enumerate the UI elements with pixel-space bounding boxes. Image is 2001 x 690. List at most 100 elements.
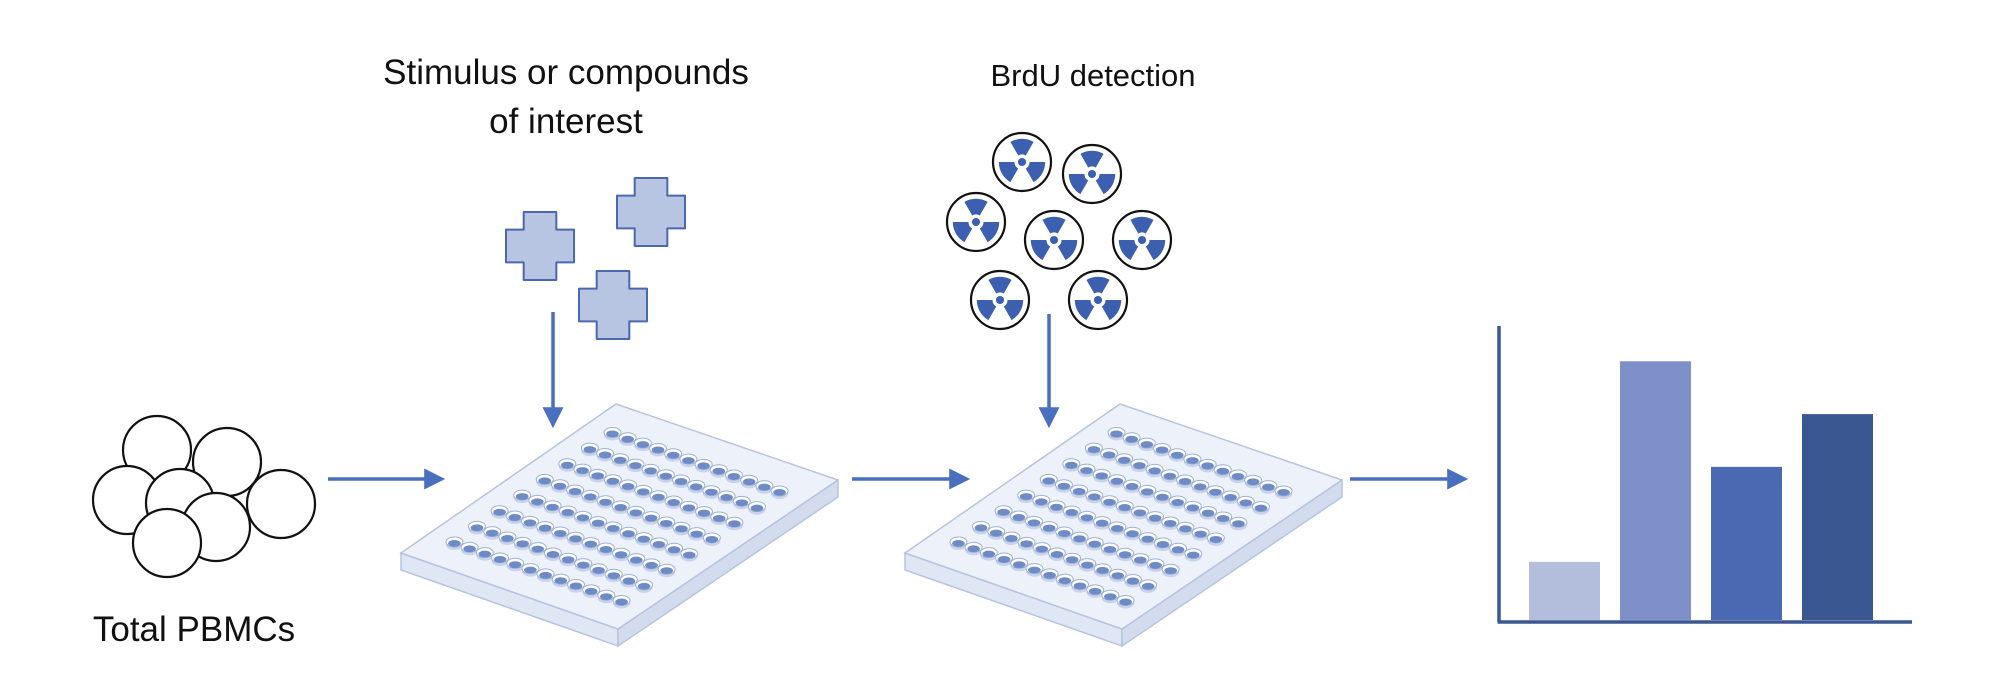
plate-well bbox=[1160, 469, 1179, 483]
plate-well bbox=[1024, 515, 1043, 530]
radiation-trefoil-icon bbox=[1061, 143, 1123, 205]
plate-well bbox=[725, 516, 744, 531]
plate-well bbox=[642, 558, 661, 572]
plate-well bbox=[1213, 464, 1232, 478]
plate-well bbox=[687, 527, 706, 541]
plate-well bbox=[1054, 479, 1073, 493]
plate-well bbox=[1176, 521, 1195, 536]
plate-well bbox=[724, 469, 743, 484]
plate-well bbox=[1085, 537, 1104, 551]
plate-well bbox=[626, 458, 645, 473]
well-plate-1 bbox=[399, 403, 840, 648]
plate-well bbox=[1146, 558, 1165, 572]
plate-well bbox=[664, 448, 683, 462]
chart-bar-4 bbox=[1802, 414, 1873, 620]
plate-well bbox=[558, 505, 577, 520]
result-bar-chart bbox=[1497, 326, 1912, 624]
plate-well bbox=[1259, 480, 1278, 494]
cell-circle-icon bbox=[131, 507, 203, 579]
radiation-trefoil-icon bbox=[969, 269, 1031, 331]
brdu-detection-label: BrdU detection bbox=[990, 58, 1195, 93]
plate-well bbox=[603, 426, 622, 441]
plate-well bbox=[1183, 453, 1202, 468]
plate-well bbox=[1085, 489, 1104, 504]
plate-well bbox=[558, 458, 577, 472]
plate-well bbox=[1063, 552, 1082, 567]
pbmcs-label: Total PBMCs bbox=[93, 610, 295, 649]
plate-well bbox=[1153, 490, 1172, 504]
plate-well bbox=[1274, 485, 1293, 500]
plate-well bbox=[1139, 579, 1158, 593]
plate-well bbox=[1145, 463, 1164, 478]
plate-well bbox=[1025, 563, 1044, 577]
stimulus-label-line1: Stimulus or compounds bbox=[383, 53, 749, 92]
plate-well bbox=[589, 516, 608, 530]
plate-well bbox=[536, 568, 555, 582]
plate-well bbox=[710, 511, 729, 525]
plate-well bbox=[612, 595, 631, 609]
plate-well bbox=[1169, 542, 1188, 557]
plate-well bbox=[581, 537, 600, 551]
plate-well bbox=[1168, 495, 1187, 510]
plate-well bbox=[543, 547, 562, 561]
plate-well bbox=[521, 563, 540, 577]
plate-well bbox=[694, 458, 713, 473]
plate-well bbox=[1032, 494, 1051, 509]
plate-well bbox=[1161, 563, 1180, 578]
plate-well bbox=[1017, 489, 1036, 504]
brdu-radiation-group bbox=[945, 131, 1173, 331]
plate-well bbox=[1161, 516, 1180, 530]
chart-bar-3 bbox=[1711, 466, 1782, 620]
plate-well bbox=[740, 474, 759, 489]
plate-well bbox=[573, 510, 592, 525]
plate-well bbox=[1130, 505, 1149, 520]
plate-well bbox=[1122, 432, 1141, 446]
plate-well bbox=[1084, 442, 1103, 457]
plate-well bbox=[995, 552, 1014, 566]
plate-well bbox=[672, 521, 691, 536]
plate-well bbox=[1108, 521, 1127, 535]
plate-well bbox=[506, 557, 525, 572]
plate-well bbox=[1062, 458, 1081, 472]
plate-well bbox=[627, 553, 646, 567]
chart-bar-1 bbox=[1529, 561, 1600, 620]
pbmc-cluster bbox=[91, 414, 317, 579]
plate-well bbox=[1236, 495, 1255, 510]
plate-well bbox=[1183, 500, 1202, 515]
plate-well bbox=[1040, 568, 1059, 582]
plate-well bbox=[1123, 526, 1142, 541]
plate-well bbox=[1198, 458, 1217, 473]
plate-well bbox=[1168, 448, 1187, 462]
plate-well bbox=[528, 494, 547, 509]
plate-well bbox=[1153, 537, 1172, 551]
plate-well bbox=[582, 584, 601, 598]
plate-well bbox=[1047, 500, 1066, 514]
plate-well bbox=[695, 506, 714, 520]
plate-well bbox=[1116, 547, 1135, 562]
plate-well bbox=[1070, 579, 1089, 593]
plate-well bbox=[619, 479, 638, 494]
plate-well bbox=[475, 547, 494, 561]
plate-well bbox=[657, 563, 676, 578]
plate-well bbox=[460, 541, 479, 556]
plate-well bbox=[687, 479, 706, 494]
plate-well bbox=[1138, 484, 1157, 499]
plate-well bbox=[1017, 536, 1036, 551]
plate-well bbox=[1221, 490, 1240, 505]
plate-well bbox=[1176, 474, 1195, 489]
plate-well bbox=[1115, 453, 1134, 467]
plate-well bbox=[1137, 437, 1156, 452]
plate-well bbox=[1116, 595, 1135, 609]
plate-well bbox=[536, 521, 555, 535]
plate-well bbox=[709, 464, 728, 478]
plate-well bbox=[604, 568, 623, 583]
plate-well bbox=[1093, 516, 1112, 530]
plate-well bbox=[1100, 447, 1119, 462]
plate-well bbox=[665, 542, 684, 557]
plate-well bbox=[664, 495, 683, 510]
plate-well bbox=[755, 480, 774, 494]
plate-well bbox=[964, 541, 983, 556]
plate-well bbox=[702, 532, 721, 546]
plate-well bbox=[528, 542, 547, 556]
